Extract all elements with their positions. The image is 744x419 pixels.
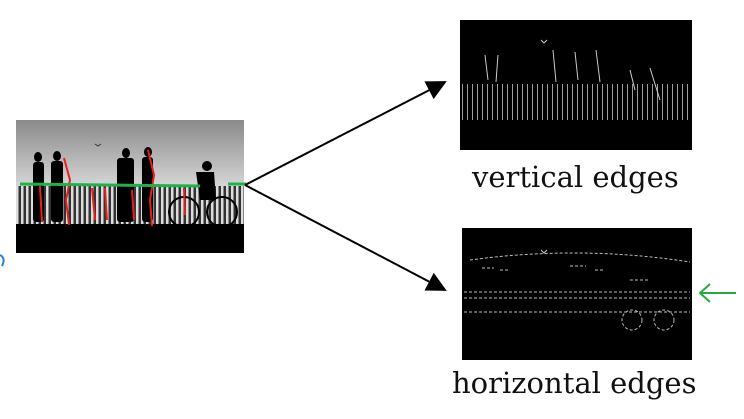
input-image [16, 120, 246, 253]
vertical-edges-label: vertical edges [472, 160, 679, 194]
green-pointer-arrow-icon [698, 283, 736, 303]
silhouettes [33, 147, 216, 222]
horizontal-edges-image [462, 228, 692, 360]
arrow-to-horizontal [244, 184, 447, 291]
arrow-to-vertical [244, 81, 447, 186]
bird [94, 143, 102, 147]
horizontal-edges-label: horizontal edges [452, 366, 697, 400]
blue-ink-mark [0, 254, 5, 267]
vertical-edge-annotations [39, 149, 186, 227]
horizontal-edge-annotations [19, 182, 246, 188]
vertical-edges-image [460, 20, 692, 150]
